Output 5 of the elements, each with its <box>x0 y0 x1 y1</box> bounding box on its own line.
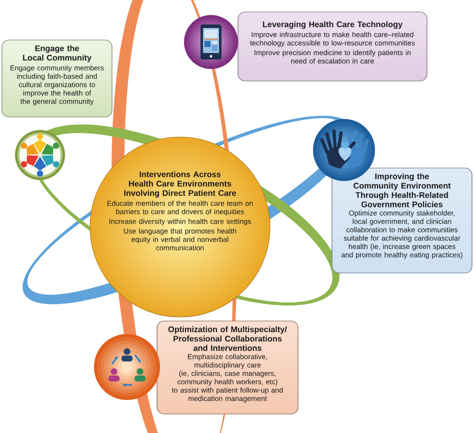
topic-heading: Interventions Across Health Care Environments Involving Direct Patient Care <box>124 171 236 198</box>
topic-heading: Engage the Local Community <box>23 45 92 62</box>
topic-heading: Leveraging Health Care Technology <box>263 21 403 29</box>
topic-heading: Optimization of Multispecialty/ Professional Collaborations and Interventions <box>168 326 287 351</box>
topic-heading: Improving the Community Environment Through Health-Related Government Policies <box>354 173 451 208</box>
